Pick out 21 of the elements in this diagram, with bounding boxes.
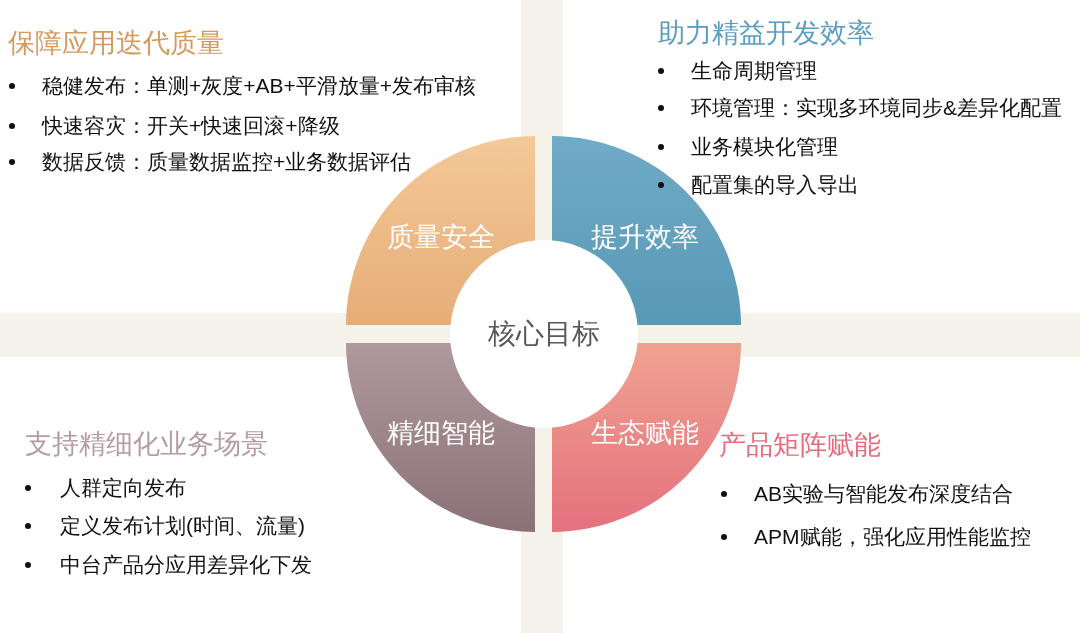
segment-label: 质量安全: [387, 221, 495, 253]
circle-label: 核心目标: [487, 317, 600, 351]
section-heading: 保障应用迭代质量: [8, 27, 224, 60]
bullet-text: 稳健发布：单测+灰度+AB+平滑放量+发布审核: [42, 73, 477, 99]
bullet-text: APM赋能，强化应用性能监控: [754, 524, 1031, 550]
segment-label: 精细智能: [387, 417, 495, 449]
bullet-text: 业务模块化管理: [691, 134, 838, 160]
bullet-text: 环境管理：实现多环境同步&差异化配置: [691, 95, 1062, 121]
section-heading: 助力精益开发效率: [658, 17, 874, 50]
bullet-text: 定义发布计划(时间、流量): [60, 513, 305, 539]
segment-label: 提升效率: [591, 221, 699, 253]
section-heading: 支持精细化业务场景: [25, 428, 268, 461]
segment-label: 生态赋能: [591, 417, 699, 449]
bullet-text: 人群定向发布: [60, 475, 186, 501]
section-heading: 产品矩阵赋能: [719, 429, 881, 462]
bullet-text: 数据反馈：质量数据监控+业务数据评估: [42, 149, 412, 175]
bullet-text: 配置集的导入导出: [691, 172, 859, 198]
bullet-text: AB实验与智能发布深度结合: [754, 481, 1013, 507]
bullet-text: 中台产品分应用差异化下发: [60, 552, 312, 578]
bullet-text: 生命周期管理: [691, 58, 817, 84]
bullet-text: 快速容灾：开关+快速回滚+降级: [42, 113, 340, 139]
